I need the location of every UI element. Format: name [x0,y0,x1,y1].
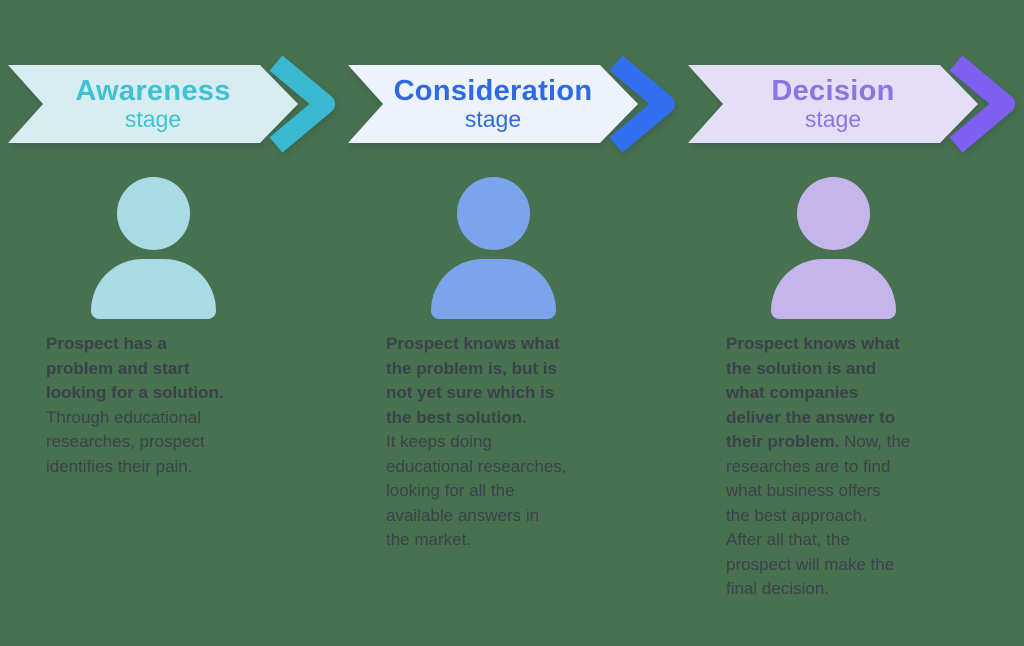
chevron-right-icon [609,55,675,153]
stage-banner: Consideration stage [348,50,683,158]
person-torso [771,259,896,319]
stage-subtitle: stage [124,105,182,132]
banner-arrow-shape [688,55,1015,153]
person-icon [771,177,896,319]
person-icon [91,177,216,319]
stage-subtitle: stage [804,105,862,132]
banner-text: Decision stage [688,65,978,143]
person-head [797,177,870,250]
banner-text: Consideration stage [348,65,638,143]
stage-column-consideration: Consideration stage Prospect knows what … [348,0,684,646]
stage-description-bold: Prospect has a problem and start looking… [46,334,224,402]
person-torso [431,259,556,319]
chevron-right-icon [949,55,1015,153]
stage-title: Awareness [75,75,231,108]
stage-description: Prospect knows what the solution is and … [726,332,998,602]
banner-arrow-shape [348,55,675,153]
banner-text: Awareness stage [8,65,298,143]
person-icon [431,177,556,319]
stage-description-bold: Prospect knows what the problem is, but … [386,334,560,427]
stage-description-bold: Prospect knows what the solution is and … [726,334,900,451]
stage-banner: Decision stage [688,50,1023,158]
person-head [117,177,190,250]
stage-column-awareness: Awareness stage Prospect has a problem a… [8,0,344,646]
stage-description-normal: Through educational researches, prospect… [46,407,205,476]
stage-title: Decision [771,75,895,108]
banner-arrow-shape [8,55,335,153]
stage-description-normal: It keeps doing educational researches, l… [386,432,567,549]
stage-subtitle: stage [464,105,522,132]
stage-title: Consideration [393,75,593,108]
stage-column-decision: Decision stage Prospect knows what the s… [688,0,1024,646]
stage-description: Prospect knows what the problem is, but … [386,332,658,553]
person-torso [91,259,216,319]
person-head [457,177,530,250]
stage-banner: Awareness stage [8,50,343,158]
chevron-right-icon [269,55,335,153]
stage-description-normal: Now, the researches are to find what bus… [726,432,911,598]
stage-description: Prospect has a problem and start looking… [46,332,318,479]
